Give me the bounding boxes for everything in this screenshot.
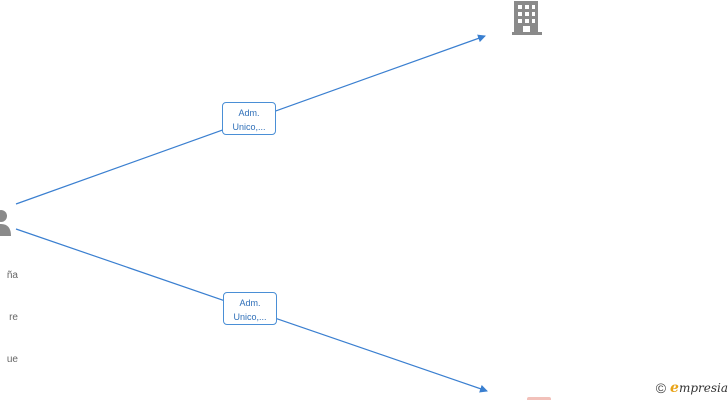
building-icon[interactable]	[512, 1, 542, 35]
copyright-icon: ©	[655, 380, 667, 396]
edge-label-bottom[interactable]: Adm. Unico,...	[223, 292, 277, 325]
brand-logo: empresia	[670, 380, 728, 396]
edge-label-role: Adm.	[239, 298, 261, 308]
person-name-line: ña	[6, 270, 18, 281]
person-icon[interactable]	[0, 210, 11, 236]
person-name[interactable]: ña re ue	[0, 241, 18, 395]
building-icon-bottom[interactable]	[527, 397, 551, 400]
person-name-line: ue	[6, 354, 18, 365]
edge-label-role-detail: Unico,...	[233, 312, 267, 322]
copyright-watermark: © empresia	[656, 380, 728, 396]
person-name-line: re	[9, 312, 18, 323]
edge-label-top[interactable]: Adm. Unico,...	[222, 102, 276, 135]
edge-label-role-detail: Unico,...	[232, 122, 266, 132]
edge-label-role: Adm.	[238, 108, 260, 118]
